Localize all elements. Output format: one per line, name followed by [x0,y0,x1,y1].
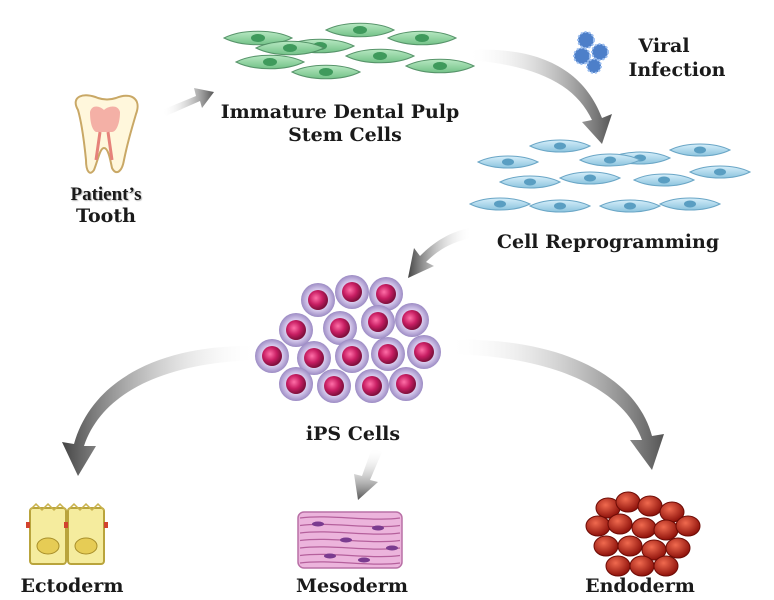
ips-cell [335,339,369,373]
muscle-fiber [299,516,401,520]
endoderm-cell [585,515,611,537]
reprogrammed-cell [476,155,540,169]
reprogrammed-cell [558,171,622,185]
endoderm-cell [607,513,633,535]
ips-cell [355,369,389,403]
viral-label-line1: Viral [637,35,689,57]
reprogrammed-cell [688,165,752,179]
muscle-nucleus [372,525,384,531]
tooth-label-line2: Tooth [76,205,136,227]
stem-cell [404,58,476,74]
ips-cell [407,335,441,369]
endoderm-cell [665,537,691,559]
reprogrammed-cell [658,197,722,211]
ips-cell [369,277,403,311]
stem-cells-label-line2: Stem Cells [288,124,402,146]
arrow-stem-to-reprogrammed [468,49,612,144]
ips-cell [317,369,351,403]
ectoderm-cells [26,502,108,565]
stem-cell [386,30,458,46]
ectoderm-label: Ectoderm [21,575,124,597]
tooth-label-line1: Patient’s [70,184,141,205]
muscle-nucleus [340,537,352,543]
viral-label-line2: Infection [628,59,725,81]
muscle-fiber [299,523,401,528]
endoderm-cell [615,491,641,513]
ips-cell [255,339,289,373]
reprogrammed-cell [528,199,592,213]
stem-cell [324,22,396,38]
muscle-fiber [299,561,401,565]
tooth-icon [74,94,139,174]
reprogrammed-cell [578,153,642,167]
reprogramming-label: Cell Reprogramming [497,231,719,253]
ips-cell [323,311,357,345]
arrow-tooth-to-stem-cells [162,88,214,116]
reprogrammed-cell [598,199,662,213]
ips-cell [361,305,395,339]
endoderm-label: Endoderm [585,575,695,597]
ips-cell [389,367,423,401]
ips-cell [279,313,313,347]
arrow-ips-to-ectoderm [62,345,258,476]
muscle-nucleus [386,545,398,551]
stem-cell [234,54,306,70]
muscle-fiber [299,531,401,535]
reprogrammed-cell [498,175,562,189]
endoderm-cell [593,535,619,557]
stem-cells-label-line1: Immature Dental Pulp [221,101,460,123]
reprogrammed-cell [528,139,592,153]
endoderm-cell [617,535,643,557]
ips-cell [297,341,331,375]
muscle-nucleus [312,521,324,527]
endoderm-cell [629,555,655,577]
arrow-ips-to-endoderm [448,339,664,470]
ips-cell [371,337,405,371]
arrow-reprogrammed-to-ips [408,228,472,278]
muscle-fiber [299,553,401,558]
endoderm-cell [631,517,657,539]
ips-cell [335,275,369,309]
endoderm-cell [675,515,701,537]
endoderm-cell [637,495,663,517]
ips-cell [279,367,313,401]
ips-label: iPS Cells [306,423,400,445]
stem-cell [222,30,294,46]
reprogrammed-cells-cluster [468,139,752,213]
virus-icon [573,31,609,74]
ips-cells-cluster [255,275,441,403]
mesoderm-tissue [297,511,403,569]
arrow-ips-to-mesoderm [354,448,382,500]
muscle-nucleus [358,557,370,563]
muscle-nucleus [324,553,336,559]
stem-cell [254,40,326,56]
endoderm-cell [605,555,631,577]
endoderm-cell [653,555,679,577]
endoderm-cells [585,491,701,577]
stem-cell [344,48,416,64]
reprogrammed-cell [668,143,732,157]
ips-cell [395,303,429,337]
ips-cell [301,283,335,317]
stem-cells-cluster [222,22,476,80]
reprogrammed-cell [468,197,532,211]
stem-cell [290,64,362,80]
mesoderm-label: Mesoderm [296,575,408,597]
reprogrammed-cell [632,173,696,187]
endoderm-cell [653,519,679,541]
